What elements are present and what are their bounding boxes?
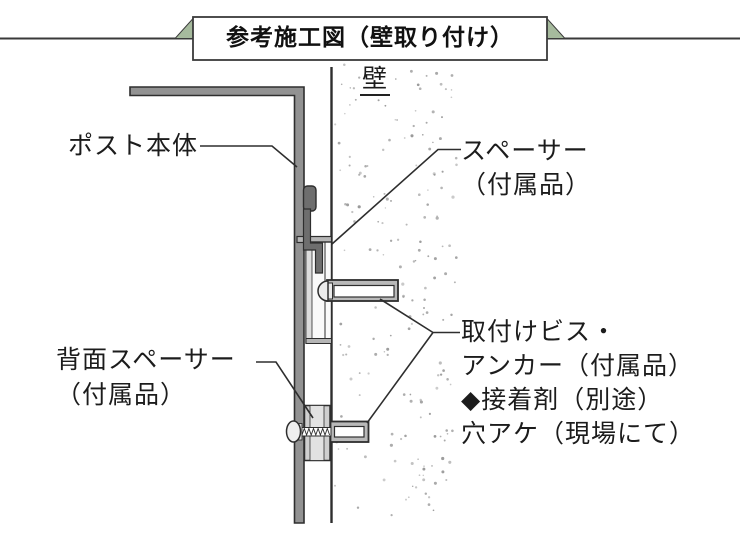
leader-line-spacer — [331, 148, 461, 245]
post-body-shape — [129, 86, 305, 524]
spacer-bottom-cap — [305, 338, 332, 344]
hook-bracket-tab — [302, 185, 317, 212]
wall-label: 壁 — [360, 63, 391, 96]
leader-line-back-spacer — [256, 361, 314, 419]
spacer-label-line2: （付属品） — [461, 170, 592, 199]
mounting-note-line1: 取付けビス・ — [461, 317, 618, 346]
mounting-note-line4: 穴アケ（現場にて） — [461, 419, 696, 448]
banner-left-fold — [173, 17, 194, 39]
leader-line-mounting — [366, 298, 460, 424]
lower-screw-thread — [301, 427, 331, 437]
mounting-note-line3: ◆接着剤（別途） — [461, 385, 664, 414]
spacer-channel-stripe — [305, 241, 313, 344]
back-spacer-label-line1: 背面スペーサー — [56, 345, 236, 374]
banner-box — [192, 16, 548, 61]
upper-screw-head — [317, 280, 329, 302]
spacer-label-line1: スペーサー — [461, 136, 589, 165]
back-spacer-label: 背面スペーサー （付属品） — [56, 342, 236, 412]
mounting-note: 取付けビス・ アンカー（付属品） ◆接着剤（別途） 穴アケ（現場にて） — [461, 315, 695, 451]
banner-title: 参考施工図（壁取り付け） — [226, 25, 514, 51]
wall-label-text: 壁 — [360, 64, 391, 96]
wall-stipple — [334, 63, 458, 517]
post-body-label: ポスト本体 — [68, 131, 199, 160]
banner-right-fold — [546, 17, 567, 39]
mounting-note-line2: アンカー（付属品） — [461, 351, 695, 380]
lower-screw-head — [285, 420, 302, 443]
lower-anchor-bore — [333, 425, 365, 438]
spacer-label: スペーサー （付属品） — [461, 134, 591, 202]
upper-anchor-bore — [333, 284, 395, 298]
hook-bracket-step — [302, 208, 324, 274]
leader-line-post-body — [200, 145, 298, 168]
back-spacer-label-line2: （付属品） — [56, 380, 187, 409]
